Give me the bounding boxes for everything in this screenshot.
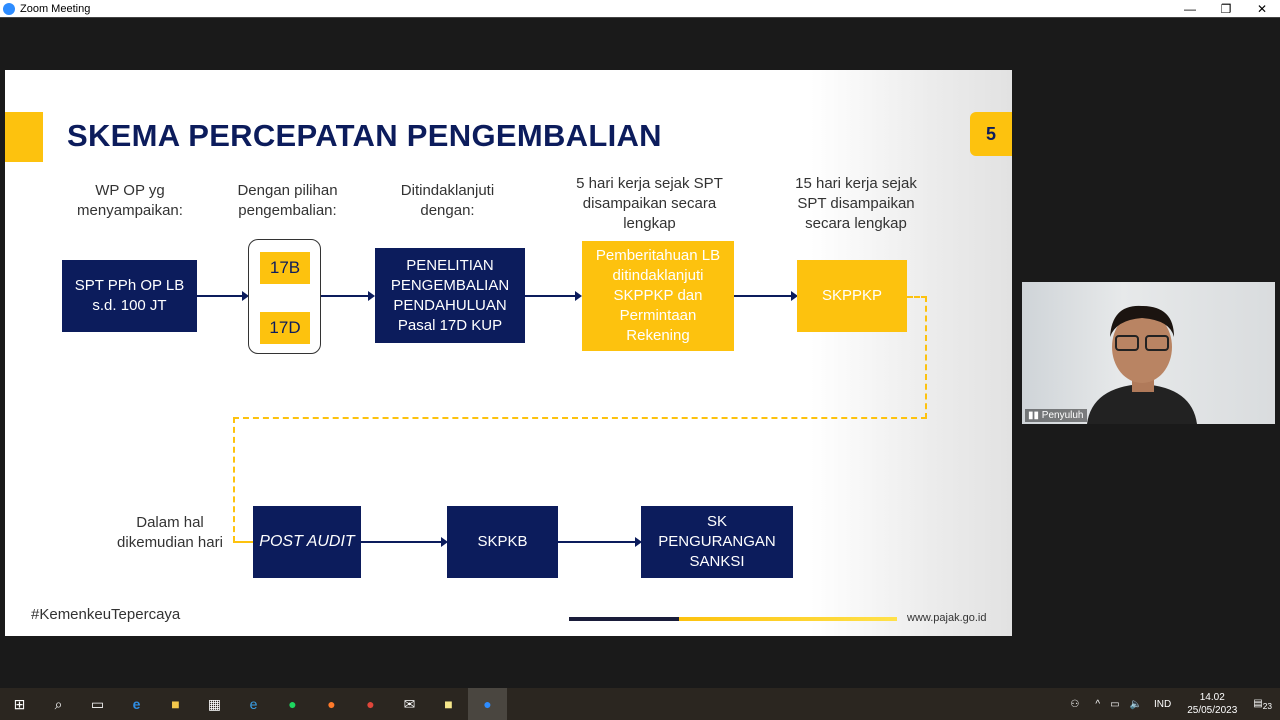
participant-name: ▮▮ Penyuluh [1025, 409, 1087, 422]
option-17d: 17D [260, 312, 310, 344]
file-explorer-icon[interactable]: ■ [171, 696, 180, 712]
chrome-icon[interactable]: ● [366, 696, 375, 712]
system-tray: ⚇ ^ ▭ 🔈 IND 14.02 25/05/2023 ▤23 [1060, 688, 1280, 720]
network-icon[interactable]: ▭ [1110, 698, 1120, 710]
box-spt: SPT PPh OP LB s.d. 100 JT [62, 260, 197, 332]
label-pilihan: Dengan pilihan pengembalian: [237, 182, 338, 219]
website: www.pajak.go.id [907, 612, 987, 624]
language-indicator[interactable]: IND [1153, 698, 1172, 710]
window-title: Zoom Meeting [20, 2, 91, 15]
page-number: 5 [970, 112, 1012, 156]
box-pemberitahuan: Pemberitahuan LB ditindaklanjuti SKPPKP … [582, 241, 734, 351]
volume-icon[interactable]: 🔈 [1129, 698, 1142, 710]
zoom-logo-icon [3, 2, 15, 15]
task-view-icon[interactable]: ▭ [90, 695, 105, 712]
chevron-up-icon[interactable]: ^ [1095, 698, 1101, 710]
arrow [734, 291, 798, 301]
window-titlebar: Zoom Meeting — ❐ ✕ [0, 0, 1280, 18]
title-accent [5, 112, 43, 162]
options-group: 17B 17D [248, 239, 321, 354]
minimize-button[interactable]: — [1184, 2, 1196, 16]
arrow [321, 291, 375, 301]
maximize-button[interactable]: ❐ [1220, 2, 1232, 16]
hashtag: #KemenkeuTepercaya [31, 606, 181, 623]
slide-title: SKEMA PERCEPATAN PENGEMBALIAN [67, 118, 662, 153]
firefox-icon[interactable]: ● [327, 696, 336, 712]
store-icon[interactable]: ▦ [207, 695, 222, 712]
sticky-notes-icon[interactable]: ■ [444, 696, 453, 712]
notifications-button[interactable]: ▤23 [1253, 697, 1272, 711]
close-button[interactable]: ✕ [1256, 2, 1268, 16]
internet-explorer-icon[interactable]: e [249, 696, 258, 712]
arrow [361, 537, 448, 547]
participant-video[interactable]: ▮▮ Penyuluh [1022, 282, 1275, 424]
label-dikemudian: Dalam hal dikemudian hari [117, 514, 223, 551]
search-icon[interactable]: ⌕ [54, 695, 63, 712]
spotify-icon[interactable]: ● [288, 696, 297, 712]
arrow [197, 291, 249, 301]
option-17b: 17B [260, 252, 310, 284]
start-icon[interactable]: ⊞ [13, 695, 26, 712]
box-post-audit: POST AUDIT [253, 506, 361, 578]
footer-bar [679, 617, 897, 621]
arrow [558, 537, 642, 547]
dashed-connector [233, 417, 927, 542]
edge-icon[interactable]: e [132, 696, 141, 712]
label-ditindak: Ditindaklanjuti dengan: [400, 182, 495, 219]
label-5hari: 5 hari kerja sejak SPT disampaikan secar… [576, 175, 723, 232]
footer-bar [569, 617, 679, 621]
dashed-arrow [233, 541, 253, 543]
box-sk: SK PENGURANGAN SANKSI [641, 506, 793, 578]
taskbar: ⊞ ⌕ ▭ e ■ ▦ e ● ● ● ✉ ■ ● ⚇ ^ ▭ 🔈 IND 14… [0, 688, 1280, 720]
box-skppkp: SKPPKP [797, 260, 907, 332]
clock[interactable]: 14.02 25/05/2023 [1187, 692, 1238, 716]
participant-image [1087, 305, 1197, 424]
box-penelitian: PENELITIAN PENGEMBALIAN PENDAHULUAN Pasa… [375, 248, 525, 343]
arrow [525, 291, 582, 301]
shared-slide: SKEMA PERCEPATAN PENGEMBALIAN 5 WP OP yg… [5, 70, 1012, 636]
mail-icon[interactable]: ✉ [403, 695, 416, 712]
dashed-connector [907, 296, 927, 419]
label-wp: WP OP yg menyampaikan: [77, 182, 183, 219]
label-15hari: 15 hari kerja sejak SPT disampaikan seca… [795, 175, 917, 232]
zoom-taskbar-icon[interactable]: ● [468, 688, 507, 720]
people-icon[interactable]: ⚇ [1070, 698, 1080, 710]
box-skpkb: SKPKB [447, 506, 558, 578]
